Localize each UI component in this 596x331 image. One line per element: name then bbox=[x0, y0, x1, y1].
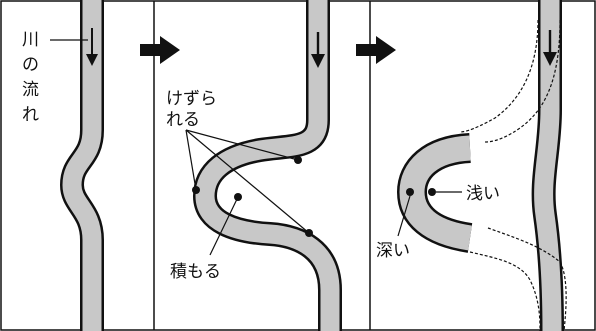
stage-arrow-icon bbox=[356, 36, 396, 64]
erosion-annotation: けずら れる bbox=[166, 89, 313, 237]
river-flow-char-1: 川 bbox=[22, 30, 39, 50]
flow-arrow-icon bbox=[86, 28, 98, 66]
erosion-point-lower-bend bbox=[305, 229, 313, 237]
flow-arrow-icon bbox=[543, 30, 557, 66]
erosion-point-outer-bend bbox=[294, 156, 302, 164]
flow-arrow-icon bbox=[311, 32, 325, 68]
river-stage-2 bbox=[193, 0, 342, 331]
stage-arrow-icon bbox=[140, 36, 180, 64]
deposition-point bbox=[234, 193, 242, 201]
river-flow-char-4: れ bbox=[22, 105, 39, 125]
river-flow-label: 川 の 流 れ bbox=[22, 30, 88, 125]
erosion-point-left-bend bbox=[192, 186, 200, 194]
river-stage-3-channel bbox=[531, 0, 564, 331]
shallow-label: 浅い bbox=[466, 184, 500, 204]
shallow-point bbox=[428, 188, 436, 196]
deposited-label: 積もる bbox=[170, 262, 221, 282]
river-flow-char-3: 流 bbox=[22, 80, 39, 100]
eroded-label-line-1: けずら bbox=[166, 89, 217, 109]
deep-label: 深い bbox=[376, 241, 410, 261]
depth-annotation: 浅い 深い bbox=[376, 184, 500, 261]
oxbow-lake bbox=[397, 133, 473, 253]
deposition-annotation: 積もる bbox=[170, 193, 242, 282]
river-flow-char-2: の bbox=[22, 55, 39, 75]
river-stage-1 bbox=[60, 0, 104, 331]
former-river-dashed bbox=[459, 19, 567, 331]
deep-point bbox=[406, 188, 414, 196]
eroded-label-line-2: れる bbox=[166, 110, 200, 130]
